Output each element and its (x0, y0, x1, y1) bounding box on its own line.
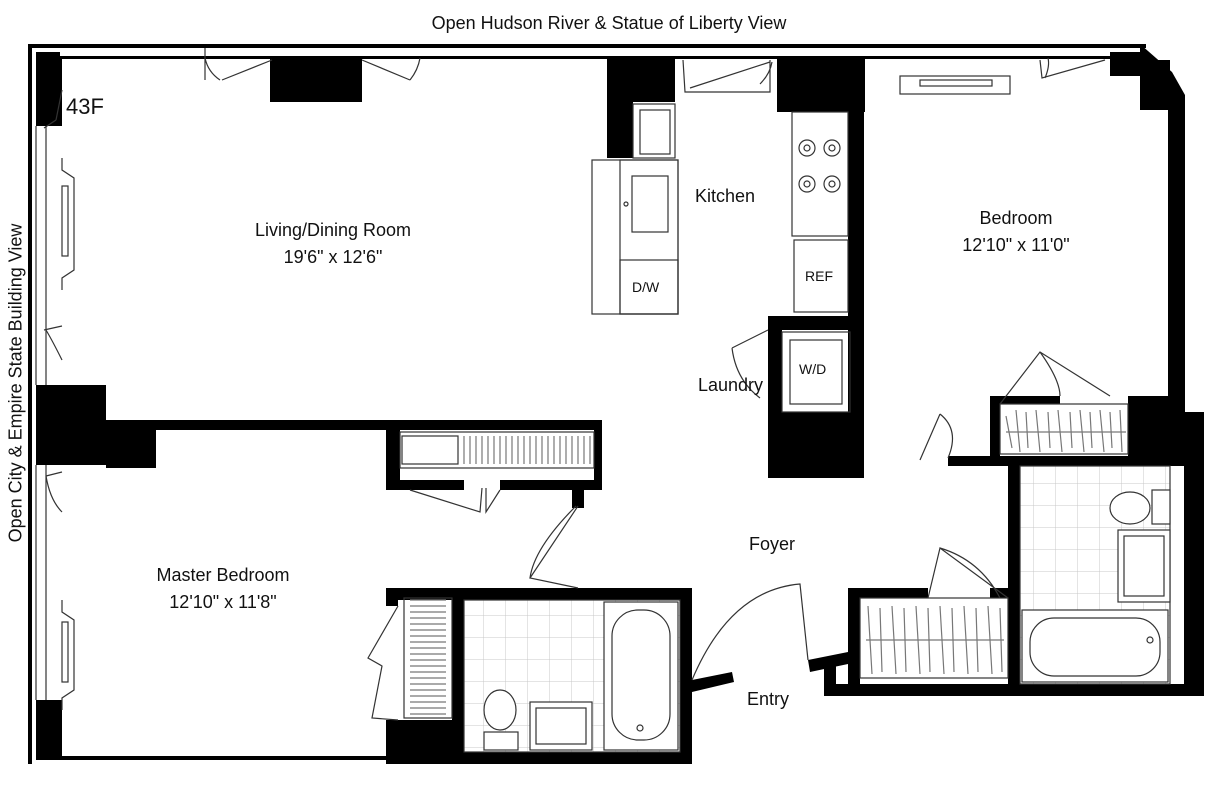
bedroom-size: 12'10" x 11'0" (962, 235, 1070, 255)
dishwasher-label: D/W (632, 279, 660, 295)
living-dining-room-label: Living/Dining Room 19'6" x 12'6" (255, 217, 411, 271)
view-label-top: Open Hudson River & Statue of Liberty Vi… (431, 13, 787, 33)
kitchen-label: Kitchen (695, 186, 756, 206)
bedroom-label: Bedroom 12'10" x 11'0" (962, 205, 1069, 259)
laundry-label: Laundry (698, 375, 764, 395)
view-label-left: Open City & Empire State Building View (5, 223, 26, 543)
doors-and-closets (367, 351, 1129, 721)
entry-label: Entry (747, 689, 790, 709)
windows (35, 48, 1106, 710)
refrigerator-label: REF (805, 268, 833, 284)
kitchen-fixtures (591, 103, 851, 413)
master-bedroom-name: Master Bedroom (156, 565, 290, 585)
master-bedroom-label: Master Bedroom 12'10" x 11'8" (156, 562, 289, 616)
foyer-label: Foyer (749, 534, 796, 554)
bathrooms (463, 465, 1171, 753)
living-room-size: 19'6" x 12'6" (283, 247, 383, 267)
bedroom-name: Bedroom (979, 208, 1053, 228)
floor-label: 43F (66, 94, 104, 119)
master-bedroom-size: 12'10" x 11'8" (169, 592, 277, 612)
interior-walls (106, 56, 1188, 764)
living-room-name: Living/Dining Room (254, 220, 412, 240)
washer-dryer-label: W/D (799, 361, 827, 377)
